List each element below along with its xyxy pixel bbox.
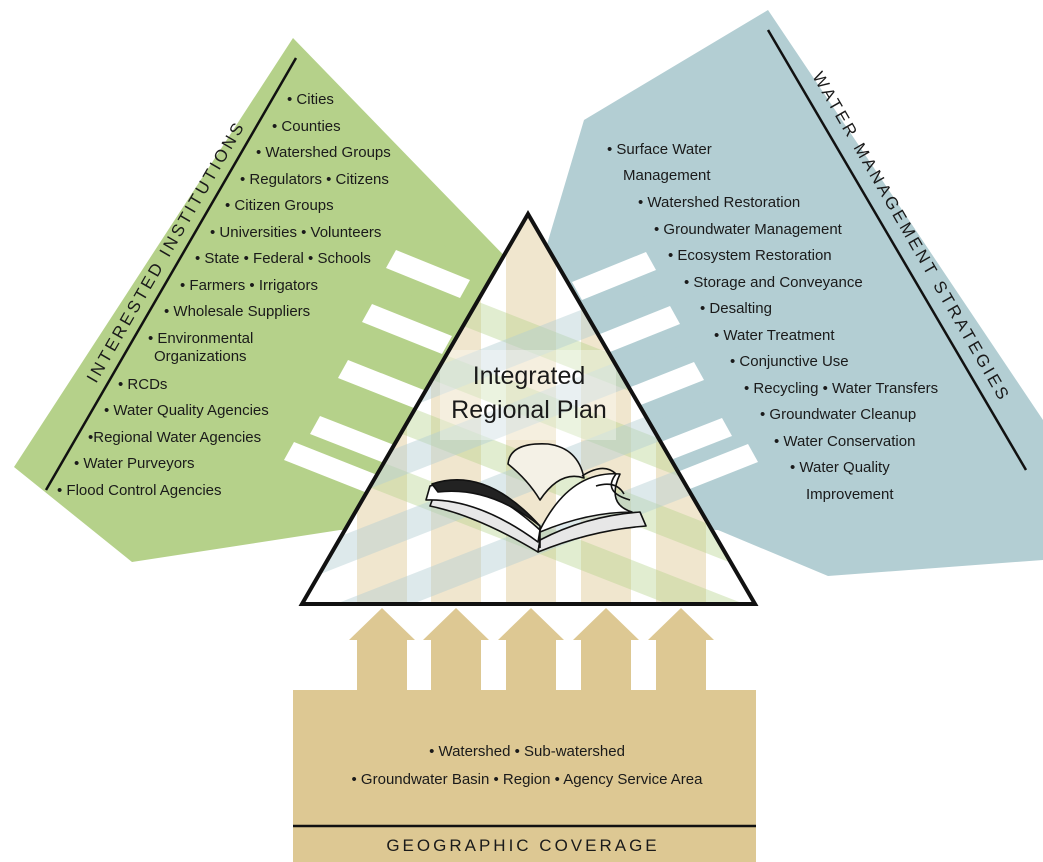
- institution-item: • RCDs: [118, 376, 167, 393]
- strategy-item: Improvement: [806, 486, 894, 503]
- strategy-item: • Ecosystem Restoration: [668, 247, 832, 264]
- strategies-list: • Surface Water Management • Watershed R…: [607, 141, 938, 503]
- bottom-arrow: [648, 608, 714, 691]
- strategy-item: • Water Treatment: [714, 327, 835, 344]
- bottom-arrows: [349, 608, 714, 691]
- left-arrow-gap: [362, 304, 452, 354]
- institution-item: • State • Federal • Schools: [195, 250, 371, 267]
- strategy-item: • Desalting: [700, 300, 772, 317]
- geographic-coverage-panel: • Watershed • Sub-watershed • Groundwate…: [293, 608, 756, 862]
- right-arrow-gap: [572, 252, 656, 300]
- bottom-arrow: [573, 608, 639, 691]
- strategy-item: Management: [623, 167, 711, 184]
- institution-item: • Counties: [272, 118, 341, 135]
- open-book-icon: [425, 443, 647, 553]
- institution-item: • Regulators • Citizens: [240, 171, 389, 188]
- institution-item: Organizations: [154, 348, 247, 365]
- geographic-coverage-title: GEOGRAPHIC COVERAGE: [386, 836, 659, 855]
- book-stack-right: [537, 511, 647, 553]
- left-arrow-gap: [338, 360, 434, 412]
- institution-item: • Flood Control Agencies: [57, 482, 222, 499]
- bottom-arrow: [349, 608, 415, 691]
- institution-item: • Water Purveyors: [74, 455, 195, 472]
- institution-item: • Watershed Groups: [256, 144, 391, 161]
- institution-item: • Citizen Groups: [225, 197, 334, 214]
- plan-triangle-fill: [302, 214, 755, 604]
- bottom-arrow: [423, 608, 489, 691]
- left-arrow-gap: [284, 442, 390, 498]
- left-arrow-gap: [386, 250, 470, 298]
- bottom-arrow: [498, 608, 564, 691]
- strategy-item: • Groundwater Cleanup: [760, 406, 916, 423]
- plan-title-line-2: Regional Plan: [451, 396, 607, 424]
- institution-item: • Wholesale Suppliers: [164, 303, 310, 320]
- coverage-item: • Watershed • Sub-watershed: [429, 743, 625, 760]
- institution-item: • Farmers • Irrigators: [180, 277, 318, 294]
- strategy-item: • Watershed Restoration: [638, 194, 800, 211]
- book-curl-page: [507, 443, 585, 501]
- plan-title-line-1: Integrated: [473, 362, 586, 390]
- institution-item: • Water Quality Agencies: [104, 402, 269, 419]
- strategy-item: • Water Conservation: [774, 433, 915, 450]
- left-panel-divider: [44, 57, 298, 491]
- strategy-item: • Recycling • Water Transfers: [744, 380, 938, 397]
- institution-item: •Regional Water Agencies: [88, 429, 261, 446]
- institutions-list: • Cities • Counties • Watershed Groups •…: [57, 91, 391, 499]
- geographic-coverage-background: [293, 690, 756, 862]
- plan-title-backdrop: [440, 350, 616, 440]
- institution-item: • Universities • Volunteers: [210, 224, 381, 241]
- left-arrow: [404, 236, 486, 292]
- right-panel-divider: [766, 29, 1028, 471]
- strategy-item: • Surface Water: [607, 141, 712, 158]
- book-right-page: [581, 467, 631, 501]
- left-arrow: [384, 290, 476, 350]
- right-arrow-gap: [590, 306, 680, 356]
- strategy-item: • Conjunctive Use: [730, 353, 849, 370]
- strategy-item: • Water Quality: [790, 459, 890, 476]
- plan-triangle-outline: [298, 210, 759, 606]
- strategy-item: • Groundwater Management: [654, 221, 843, 238]
- coverage-item: • Groundwater Basin • Region • Agency Se…: [352, 771, 704, 788]
- institution-item: • Cities: [287, 91, 334, 108]
- institution-item: • Environmental: [148, 330, 253, 347]
- book-right-page: [539, 473, 633, 533]
- book-right-page: [595, 483, 625, 495]
- strategy-item: • Storage and Conveyance: [684, 274, 863, 291]
